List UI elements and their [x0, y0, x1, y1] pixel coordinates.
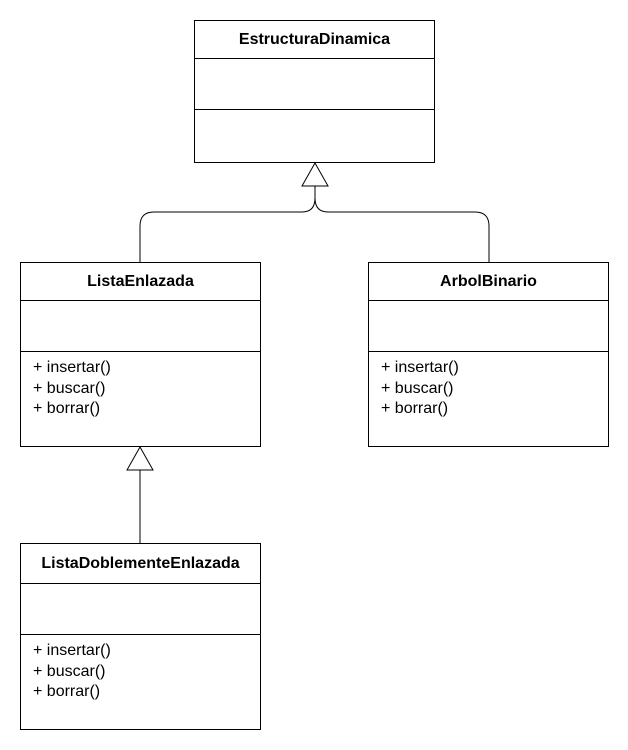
method-borrar: + borrar() [381, 400, 449, 417]
class-box-estructura-dinamica[interactable]: EstructuraDinamica [194, 20, 435, 163]
inheritance-arrowhead-lista [126, 445, 154, 471]
methods-compartment [195, 110, 434, 162]
attributes-compartment [195, 59, 434, 110]
method-borrar: + borrar() [33, 400, 101, 417]
method-buscar: + buscar() [381, 379, 454, 397]
method-buscar: + buscar() [33, 379, 106, 397]
attributes-compartment [21, 301, 260, 352]
methods-compartment: + insertar() + buscar() + borrar() [21, 635, 260, 729]
method-insertar: + insertar() [381, 359, 459, 376]
method-borrar: + borrar() [33, 683, 101, 700]
inheritance-arrowhead-estructura [301, 161, 329, 187]
attributes-compartment [369, 301, 608, 352]
method-buscar: + buscar() [33, 662, 106, 680]
class-name: ArbolBinario [369, 263, 608, 301]
class-box-lista-doblemente-enlazada[interactable]: ListaDoblementeEnlazada + insertar() + b… [20, 543, 261, 730]
attributes-compartment [21, 584, 260, 635]
generalization-edge-lista-to-estructura[interactable] [139, 186, 316, 262]
method-insertar: + insertar() [33, 642, 111, 659]
method-insertar: + insertar() [33, 359, 111, 376]
class-name: ListaEnlazada [21, 263, 260, 301]
generalization-edge-arbol-to-estructura[interactable] [314, 197, 490, 262]
methods-compartment: + insertar() + buscar() + borrar() [369, 352, 608, 446]
class-box-arbol-binario[interactable]: ArbolBinario + insertar() + buscar() + b… [368, 262, 609, 447]
class-name: ListaDoblementeEnlazada [21, 544, 260, 584]
class-box-lista-enlazada[interactable]: ListaEnlazada + insertar() + buscar() + … [20, 262, 261, 447]
class-name: EstructuraDinamica [195, 21, 434, 59]
methods-compartment: + insertar() + buscar() + borrar() [21, 352, 260, 446]
